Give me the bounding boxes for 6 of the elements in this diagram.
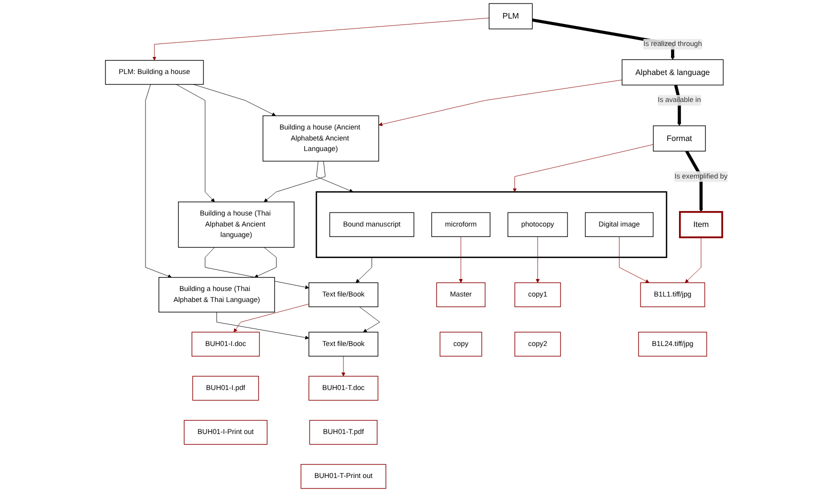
node-box: Format (652, 125, 706, 152)
arrow (685, 150, 703, 212)
node-box: Alphabet & language (622, 59, 724, 86)
cluster (316, 191, 668, 258)
node-box: PLM (488, 3, 533, 30)
node-box: Item (679, 211, 724, 238)
